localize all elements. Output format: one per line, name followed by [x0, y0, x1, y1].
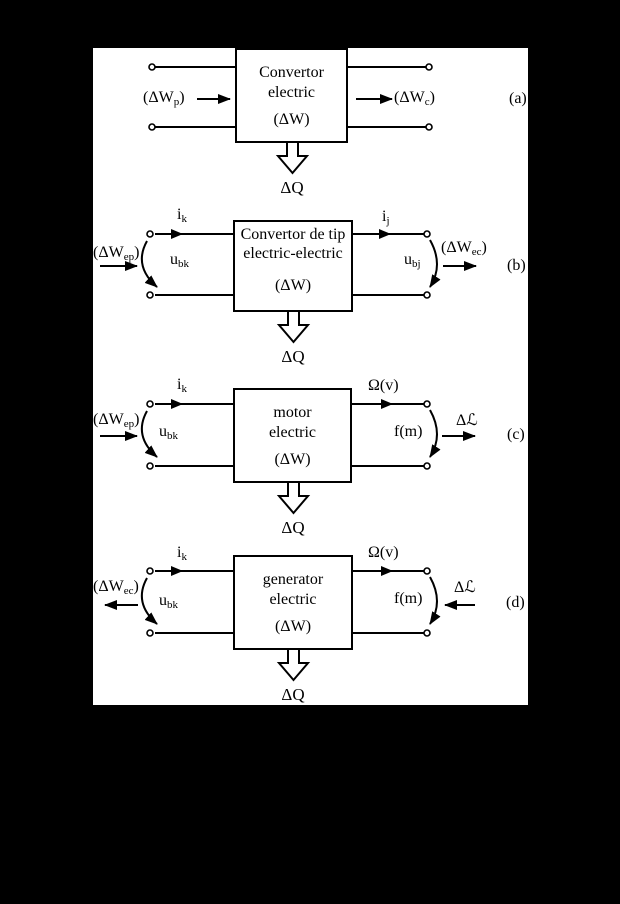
terminal-circle	[148, 123, 156, 131]
current-in-label: ik	[177, 544, 187, 563]
mech-energy-label: Δℒ	[456, 412, 478, 429]
terminal-circle	[425, 63, 433, 71]
voltage-in-label: ubk	[159, 592, 178, 611]
box-line: Convertor de tip	[240, 226, 346, 243]
current-arrowhead-icon	[171, 229, 183, 239]
torque-arc	[429, 409, 441, 458]
terminal-circle	[146, 230, 154, 238]
terminal-circle	[146, 291, 154, 299]
torque-arc	[429, 576, 441, 625]
output-energy-label: (ΔWec)	[93, 578, 139, 597]
terminal-circle	[148, 63, 156, 71]
terminal-circle	[423, 629, 431, 637]
input-energy-label: (ΔWep)	[93, 244, 140, 263]
converter-box: generator electric (ΔW)	[233, 555, 353, 650]
terminal-circle	[423, 462, 431, 470]
wiring-graphics	[100, 63, 477, 682]
torque-label: f(m)	[394, 423, 423, 440]
box-line: (ΔW)	[274, 451, 311, 468]
panel-tag: (d)	[506, 594, 525, 611]
voltage-arc	[140, 240, 158, 288]
terminal-circle	[146, 629, 154, 637]
heat-label: ΔQ	[280, 178, 304, 197]
heat-label: ΔQ	[281, 518, 305, 537]
box-line: (ΔW)	[273, 111, 310, 128]
speed-arrowhead-icon	[381, 566, 393, 576]
box-line: electric	[268, 424, 317, 441]
input-energy-label: (ΔWp)	[143, 89, 185, 108]
down-block-arrow-icon	[276, 648, 311, 682]
panel-a-wiring	[148, 63, 433, 175]
terminal-circle	[146, 462, 154, 470]
down-block-arrow-icon	[276, 310, 311, 344]
box-line: electric	[267, 84, 316, 101]
panel-tag: (c)	[507, 426, 525, 443]
terminal-circle	[423, 291, 431, 299]
current-out-label: ij	[382, 208, 390, 227]
voltage-in-label: ubk	[159, 423, 178, 442]
heat-label: ΔQ	[281, 347, 305, 366]
down-block-arrow-icon	[275, 141, 310, 175]
speed-arrowhead-icon	[381, 399, 393, 409]
speed-label: Ω(v)	[368, 377, 399, 394]
output-energy-label: (ΔWec)	[441, 239, 487, 258]
input-energy-label: (ΔWep)	[93, 411, 140, 430]
voltage-out-label: ubj	[404, 251, 421, 270]
panel-b-wiring	[100, 229, 477, 344]
box-line: (ΔW)	[274, 277, 312, 294]
terminal-circle	[423, 230, 431, 238]
terminal-circle	[423, 400, 431, 408]
voltage-arc	[140, 410, 158, 458]
terminal-circle	[146, 567, 154, 575]
voltage-in-label: ubk	[170, 251, 189, 270]
current-in-label: ik	[177, 376, 187, 395]
terminal-circle	[423, 567, 431, 575]
diagram-page: Convertor electric (ΔW) (ΔWp) (ΔWc) (a) …	[93, 48, 528, 705]
current-in-label: ik	[177, 206, 187, 225]
box-line: (ΔW)	[274, 618, 312, 635]
converter-box: Convertor electric (ΔW)	[235, 48, 348, 143]
converter-box: motor electric (ΔW)	[233, 388, 352, 483]
terminal-circle	[425, 123, 433, 131]
heat-label: ΔQ	[281, 685, 305, 704]
box-line: electric	[269, 591, 317, 608]
current-arrowhead-icon	[171, 399, 183, 409]
torque-label: f(m)	[394, 590, 423, 607]
speed-label: Ω(v)	[368, 544, 399, 561]
panel-tag: (b)	[507, 257, 526, 274]
box-line: generator	[262, 571, 324, 588]
panel-d-wiring	[104, 566, 475, 682]
box-line: electric-electric	[243, 245, 343, 262]
terminal-circle	[146, 400, 154, 408]
voltage-arc	[429, 239, 441, 288]
box-line: Convertor	[259, 64, 324, 81]
current-arrowhead-icon	[379, 229, 391, 239]
panel-tag: (a)	[509, 90, 527, 107]
down-block-arrow-icon	[276, 481, 311, 515]
mech-energy-label: Δℒ	[454, 579, 476, 596]
converter-box: Convertor de tip electric-electric (ΔW)	[233, 220, 353, 312]
box-line: motor	[273, 404, 312, 421]
output-energy-label: (ΔWc)	[394, 89, 435, 108]
panel-c-wiring	[100, 399, 476, 515]
current-arrowhead-icon	[171, 566, 183, 576]
voltage-arc	[140, 577, 158, 625]
